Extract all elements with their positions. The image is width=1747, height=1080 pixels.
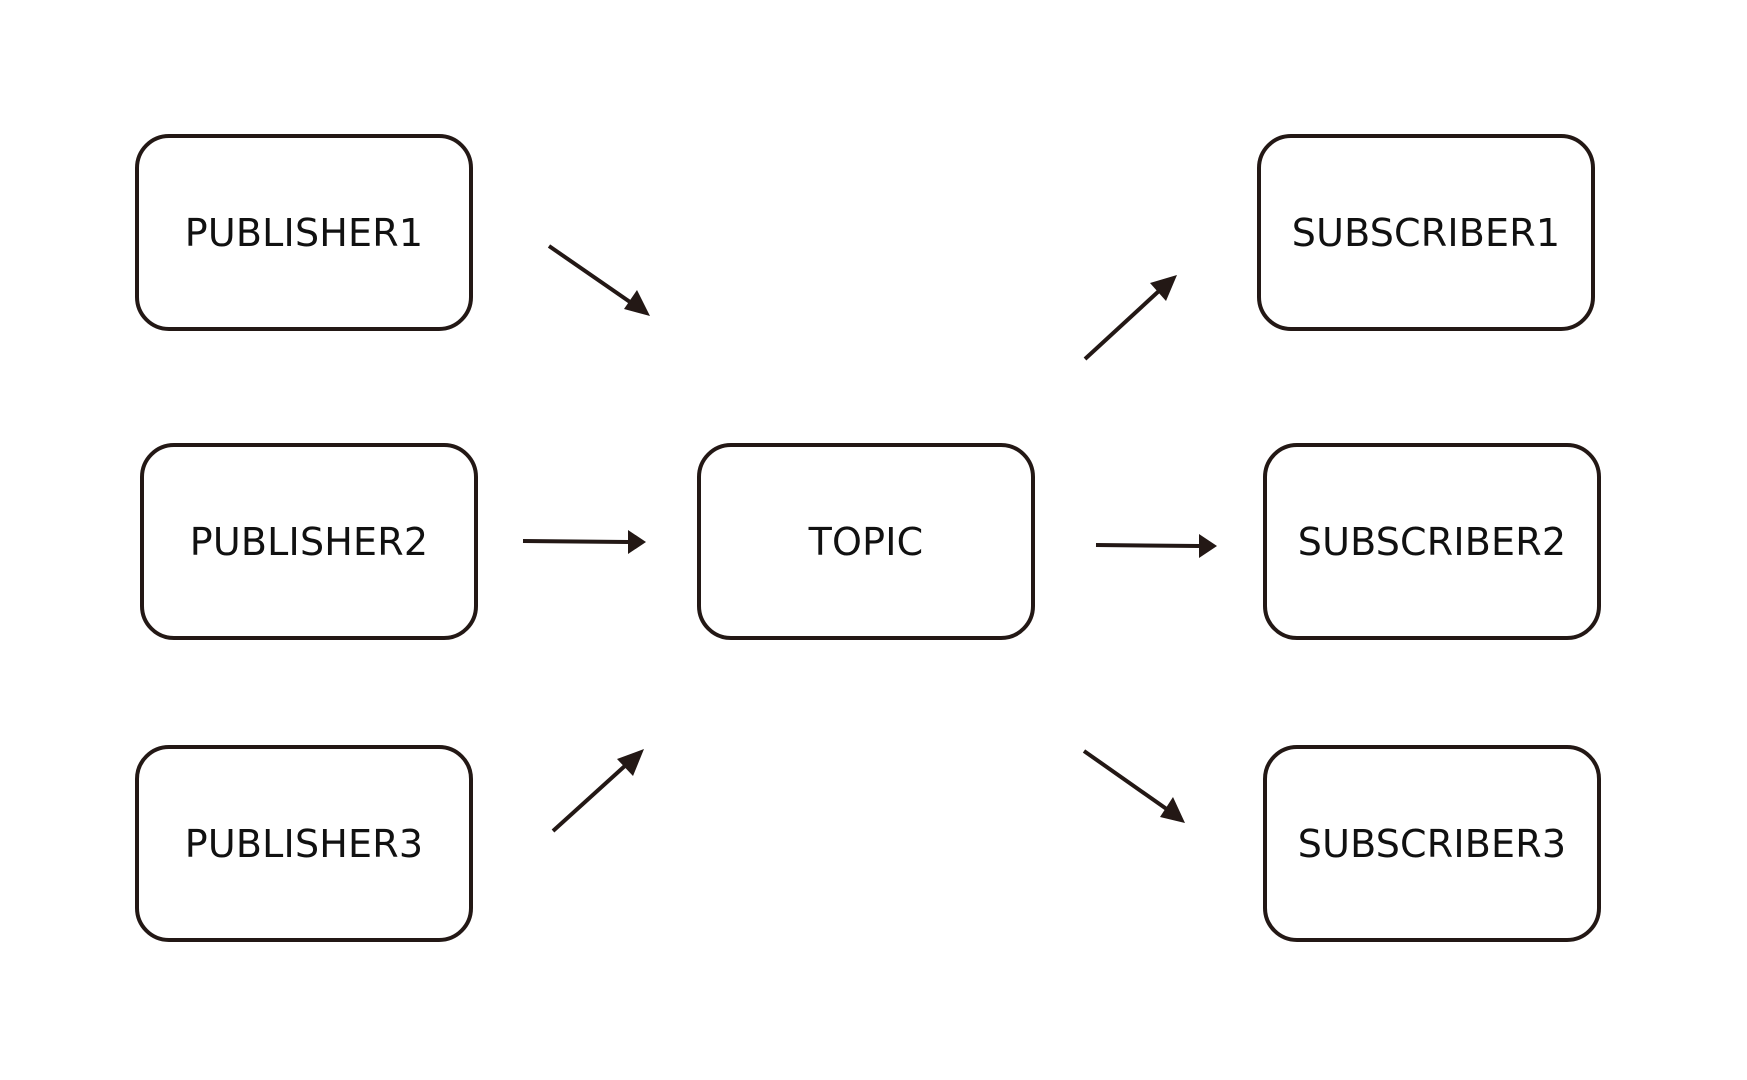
topic-box: TOPIC [697, 443, 1035, 640]
publisher2-box: PUBLISHER2 [140, 443, 478, 640]
subscriber2-label: SUBSCRIBER2 [1297, 519, 1567, 564]
publisher1-label: PUBLISHER1 [184, 210, 424, 255]
topic-label: TOPIC [808, 519, 924, 564]
arrow-publisher2-to-topic [522, 530, 646, 554]
arrow-topic-to-subscriber1 [1083, 275, 1177, 361]
arrow-publisher3-to-topic [551, 749, 644, 833]
arrow-topic-to-subscriber2 [1095, 534, 1217, 558]
arrow-publisher1-to-topic [547, 244, 650, 316]
subscriber2-box: SUBSCRIBER2 [1263, 443, 1601, 640]
publisher3-box: PUBLISHER3 [135, 745, 473, 942]
publisher2-label: PUBLISHER2 [189, 519, 429, 564]
subscriber1-label: SUBSCRIBER1 [1291, 210, 1561, 255]
subscriber1-box: SUBSCRIBER1 [1257, 134, 1595, 331]
publisher3-label: PUBLISHER3 [184, 821, 424, 866]
subscriber3-box: SUBSCRIBER3 [1263, 745, 1601, 942]
arrow-topic-to-subscriber3 [1082, 749, 1185, 823]
subscriber3-label: SUBSCRIBER3 [1297, 821, 1567, 866]
publisher1-box: PUBLISHER1 [135, 134, 473, 331]
